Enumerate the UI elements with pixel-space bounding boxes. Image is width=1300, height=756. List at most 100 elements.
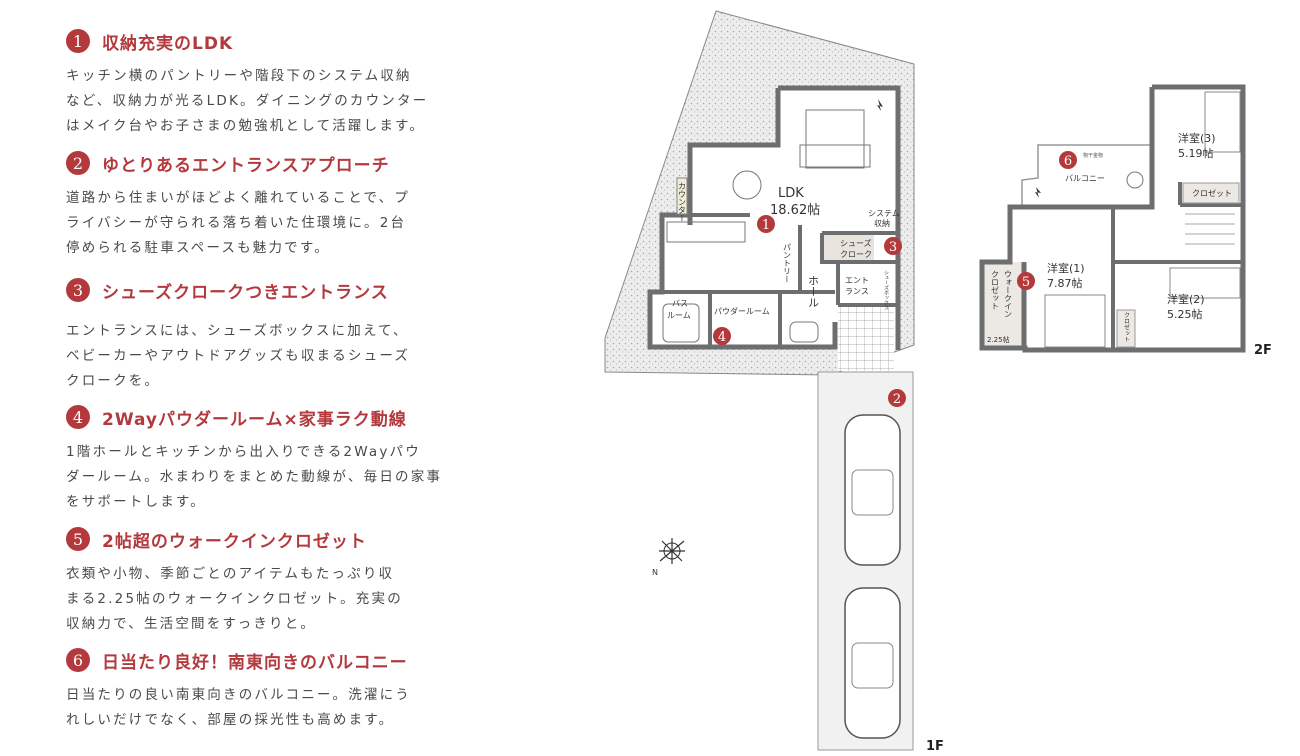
feature-3: 3 シューズクロークつきエントランス エントランスには、シューズボックスに加えて、… xyxy=(66,277,446,394)
text-line: 停められる駐車スペースも魅力です。 xyxy=(66,240,330,256)
compass-north-icon: N xyxy=(652,538,685,577)
feature-description: 1階ホールとキッチンから出入りできる2Wayパウダールーム。水まわりをまとめた動… xyxy=(66,440,446,515)
car-icon xyxy=(844,414,901,566)
svg-text:4: 4 xyxy=(718,330,726,345)
room-label-room2: 洋室(2) xyxy=(1167,292,1205,306)
feature-4: 4 2Wayパウダールーム×家事ラク動線 1階ホールとキッチンから出入りできる2W… xyxy=(66,404,446,515)
floor-1-plan: N LDK 18.62帖 カウンター パントリー システム 収納 シューズ クロ… xyxy=(604,10,944,754)
closet-2 xyxy=(1116,309,1136,348)
kitchen-counter-icon xyxy=(666,221,746,243)
feature-5: 5 2帖超のウォークインクロゼット 衣類や小物、季節ごとのアイテムもたっぷり収まる… xyxy=(66,526,446,637)
room-label-powder: パウダールーム xyxy=(714,306,770,316)
marker-6: 6 xyxy=(1059,151,1077,169)
interior-walls-2f xyxy=(1111,182,1243,348)
feature-title: 日当たり良好！南東向きのバルコニー xyxy=(102,652,408,673)
room-label-balcony: バルコニー xyxy=(1065,174,1105,183)
feature-6: 6 日当たり良好！南東向きのバルコニー 日当たりの良い南東向きのバルコニー。洗濯に… xyxy=(66,647,446,733)
marker-2: 2 xyxy=(888,389,906,407)
dining-table-icon xyxy=(732,170,762,200)
floor-label-2f: 2F xyxy=(1254,343,1272,358)
text-line: 収納力で、生活空間をすっきりと。 xyxy=(66,616,317,632)
room-label-hall: ホール xyxy=(807,275,820,308)
room-label-pantry: パントリー xyxy=(783,243,792,283)
feature-description: エントランスには、シューズボックスに加えて、ベビーカーやアウトドアグッズも収まる… xyxy=(66,319,446,394)
svg-text:3: 3 xyxy=(889,240,897,255)
svg-text:N: N xyxy=(652,568,658,577)
room-size-room1: 7.87帖 xyxy=(1047,277,1083,290)
text-line: はメイク台やお子さまの勉強机として活躍します。 xyxy=(66,118,426,134)
bed-icon xyxy=(1044,294,1106,348)
interior-walls xyxy=(662,213,898,347)
room-size-room3: 5.19帖 xyxy=(1178,147,1214,160)
room-label-system-storage: システム xyxy=(868,209,900,218)
text-line: など、収納力が光るLDK。ダイニングのカウンター xyxy=(66,93,429,109)
room-label-ldk: LDK xyxy=(778,186,804,201)
bathtub-icon xyxy=(662,303,700,343)
text-line: 日当たりの良い南東向きのバルコニー。洗濯にう xyxy=(66,687,411,703)
feature-number-badge: 5 xyxy=(66,527,90,551)
plant-icon xyxy=(1035,187,1041,198)
feature-number-badge: 1 xyxy=(66,29,90,53)
bed-icon xyxy=(1169,267,1241,299)
marker-4: 4 xyxy=(713,327,731,345)
text-line: まる2.25帖のウォークインクロゼット。充実の xyxy=(66,591,403,607)
plant-icon xyxy=(877,99,883,111)
svg-text:2: 2 xyxy=(893,392,901,407)
text-line: キッチン横のパントリーや階段下のシステム収納 xyxy=(66,68,412,84)
marker-5: 5 xyxy=(1017,272,1035,290)
exterior-walls xyxy=(647,85,901,350)
closet-3 xyxy=(1182,182,1240,204)
svg-text:5: 5 xyxy=(1022,275,1030,290)
room-label-shoes-cloak-2: クローク xyxy=(840,250,872,259)
text-line: 道路から住まいがほどよく離れていることで、プ xyxy=(66,190,411,206)
room-label-room3: 洋室(3) xyxy=(1178,131,1216,145)
counter-icon xyxy=(676,177,688,215)
room-label-bath-2: ルーム xyxy=(667,311,691,320)
room-label-system-storage-2: 収納 xyxy=(874,218,890,228)
room-label-closet3: クロゼット xyxy=(1192,188,1232,198)
shoes-cloak-area xyxy=(822,233,874,261)
wic-area xyxy=(982,262,1024,348)
room-label-wic: ウォークイン xyxy=(1004,270,1013,318)
room-size-room2: 5.25帖 xyxy=(1167,308,1203,321)
feature-number-badge: 4 xyxy=(66,405,90,429)
feature-number-badge: 6 xyxy=(66,648,90,672)
svg-text:1: 1 xyxy=(762,218,770,233)
feature-description: 日当たりの良い南東向きのバルコニー。洗濯にうれしいだけでなく、部屋の採光性も高め… xyxy=(66,683,446,733)
floor-2-plan: 洋室(3) 5.19帖 クロゼット バルコニー 物干金物 洋室(1) 7.87帖… xyxy=(979,84,1272,358)
feature-title: 2帖超のウォークインクロゼット xyxy=(102,531,367,552)
feature-title: 収納充実のLDK xyxy=(102,33,234,54)
text-line: クロークを。 xyxy=(66,373,161,389)
feature-title: 2Wayパウダールーム×家事ラク動線 xyxy=(102,409,407,430)
room-label-entrance-2: ランス xyxy=(845,287,869,296)
svg-text:6: 6 xyxy=(1064,154,1072,169)
marker-1: 1 xyxy=(757,215,775,233)
toilet-icon xyxy=(789,321,819,343)
feature-description: キッチン横のパントリーや階段下のシステム収納など、収納力が光るLDK。ダイニング… xyxy=(66,64,446,139)
feature-number-badge: 2 xyxy=(66,151,90,175)
bed-icon xyxy=(1204,91,1241,153)
marker-3: 3 xyxy=(884,237,902,255)
text-line: ベビーカーやアウトドアグッズも収まるシューズ xyxy=(66,348,411,364)
feature-title: ゆとりあるエントランスアプローチ xyxy=(102,155,390,176)
wic-size: 2.25帖 xyxy=(987,335,1010,344)
text-line: れしいだけでなく、部屋の採光性も高めます。 xyxy=(66,712,395,728)
entrance-porch xyxy=(838,305,894,371)
drying-hardware-label: 物干金物 xyxy=(1083,152,1103,159)
feature-1: 1 収納充実のLDK キッチン横のパントリーや階段下のシステム収納など、収納力が光… xyxy=(66,28,446,139)
sofa-icon xyxy=(799,144,871,168)
feature-description: 衣類や小物、季節ごとのアイテムもたっぷり収まる2.25帖のウォークインクロゼット… xyxy=(66,562,446,637)
room-label-wic-2: クロゼット xyxy=(991,270,1000,310)
text-line: エントランスには、シューズボックスに加えて、 xyxy=(66,323,409,339)
feature-description: 道路から住まいがほどよく離れていることで、プライバシーが守られる落ち着いた住環境… xyxy=(66,186,446,261)
text-line: ライバシーが守られる落ち着いた住環境に。2台 xyxy=(66,215,407,231)
feature-title: シューズクロークつきエントランス xyxy=(102,282,389,303)
text-line: 1階ホールとキッチンから出入りできる2Wayパウ xyxy=(66,444,421,460)
room-label-closet2: クロゼット xyxy=(1123,312,1130,342)
room-label-room1: 洋室(1) xyxy=(1047,261,1085,275)
text-line: ダールーム。水まわりをまとめた動線が、毎日の家事 xyxy=(66,469,443,485)
feature-number-badge: 3 xyxy=(66,278,90,302)
room-label-shoes-box: シューズボックス xyxy=(883,270,889,310)
room-label-entrance: エント xyxy=(845,276,869,285)
